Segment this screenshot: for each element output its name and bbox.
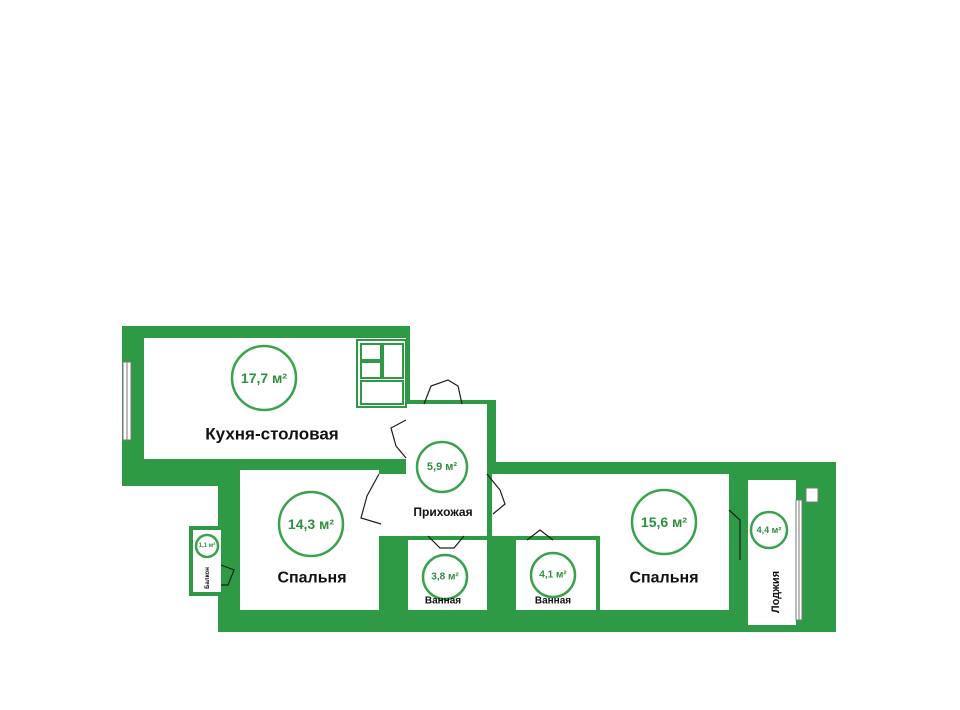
svg-text:3,8 м²: 3,8 м²	[431, 572, 459, 583]
bath1-label: Ванная	[425, 596, 461, 607]
bathroom-fixture	[491, 564, 511, 611]
kitchen-area-badge: 17,7 м²	[230, 344, 298, 412]
svg-text:1,1 м²: 1,1 м²	[199, 542, 215, 549]
partitions	[189, 462, 748, 610]
loggia-area-badge: 4,4 м²	[749, 510, 789, 550]
balcony-area-badge: 1,1 м²	[194, 533, 220, 559]
hall-area-badge: 5,9 м²	[415, 440, 469, 494]
room-labels: Кухня-столовая Прихожая Спальня Спальня …	[205, 425, 782, 614]
bedroom2-label: Спальня	[629, 570, 698, 587]
svg-text:5,9 м²: 5,9 м²	[427, 461, 457, 473]
balcony-label: Балкон	[205, 567, 211, 589]
svg-text:14,3 м²: 14,3 м²	[288, 516, 334, 532]
hall-label: Прихожая	[413, 505, 472, 519]
windows	[122, 361, 819, 621]
svg-text:4,4 м²: 4,4 м²	[757, 525, 782, 535]
svg-text:17,7 м²: 17,7 м²	[241, 370, 287, 386]
bath1-area-badge: 3,8 м²	[421, 553, 469, 601]
kitchen-label: Кухня-столовая	[205, 425, 338, 444]
bedroom1-area-badge: 14,3 м²	[277, 490, 345, 558]
bath2-label: Ванная	[535, 596, 571, 607]
bath2-area-badge: 4,1 м²	[529, 551, 577, 599]
doors	[220, 379, 741, 586]
svg-text:4,1 м²: 4,1 м²	[539, 570, 567, 581]
bedroom2-area-badge: 15,6 м²	[630, 488, 698, 556]
area-badges: 17,7 м² 5,9 м² 14,3 м² 15,6 м² 3,8 м² 4,…	[194, 344, 789, 601]
bedroom1-label: Спальня	[277, 570, 346, 587]
loggia-label: Лоджия	[770, 571, 782, 613]
kitchen-cabinets	[356, 339, 407, 408]
svg-text:15,6 м²: 15,6 м²	[641, 514, 687, 530]
